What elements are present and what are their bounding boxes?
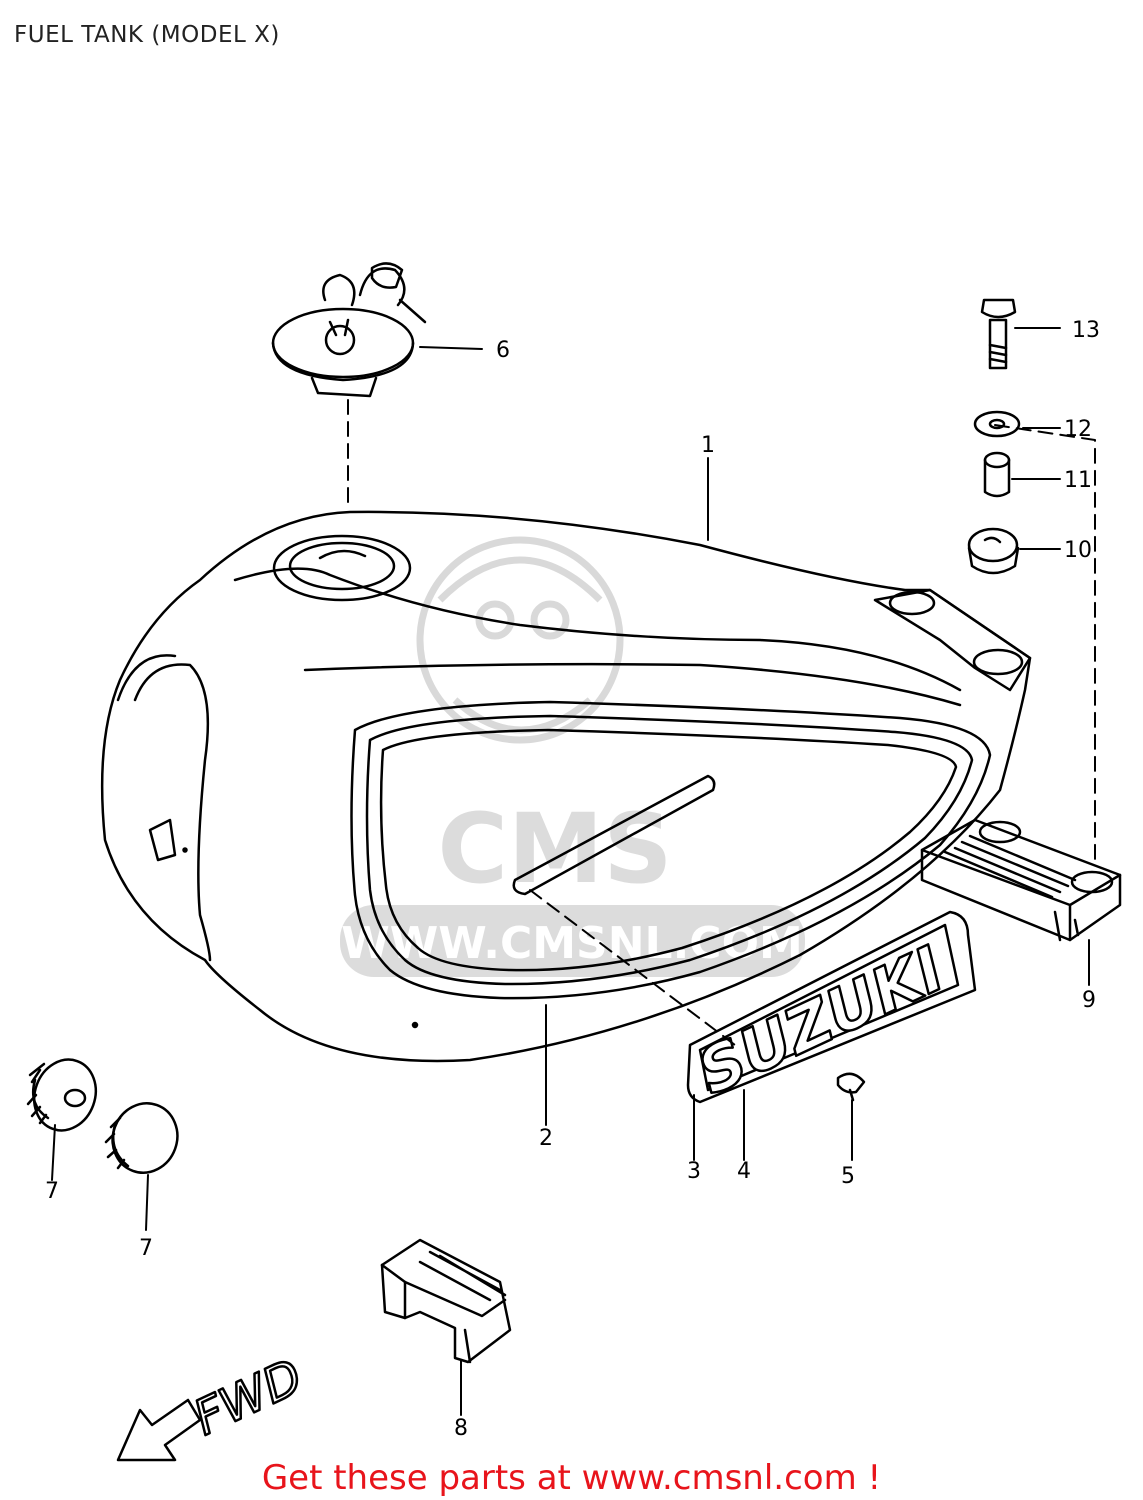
collar: [983, 451, 1011, 498]
callout-7b: 7: [139, 1236, 153, 1261]
bolt: [980, 298, 1017, 370]
callout-3: 3: [687, 1159, 701, 1184]
front-cushion-right: [104, 1102, 179, 1174]
fuel-tank-body: [100, 510, 1032, 1063]
emblem-base: [686, 910, 977, 1104]
washer: [973, 410, 1021, 438]
callout-6: 6: [496, 338, 510, 363]
watermark-url: WWW.CMSNL.COM: [341, 918, 803, 969]
callout-9: 9: [1082, 988, 1096, 1013]
front-cushion-left: [26, 1058, 98, 1132]
callout-8: 8: [454, 1416, 468, 1441]
watermark-brand: CMS: [437, 793, 672, 905]
strip-tape: [512, 774, 716, 896]
forward-label: FWD: [186, 1348, 311, 1446]
callout-1: 1: [701, 433, 715, 458]
callout-12: 12: [1064, 417, 1092, 442]
rear-cushion: [920, 818, 1122, 942]
callout-5: 5: [841, 1164, 855, 1189]
grommet: [967, 527, 1020, 575]
forward-arrow: [116, 1398, 202, 1462]
page-title: FUEL TANK (MODEL X): [14, 22, 280, 48]
leader-lines: [51, 327, 1096, 1416]
callout-10: 10: [1064, 538, 1092, 563]
fuel-cap-key-icon: [370, 262, 404, 289]
fuel-cap: [271, 267, 427, 398]
screw: [836, 1072, 866, 1102]
callout-11: 11: [1064, 468, 1092, 493]
watermark: CMS WWW.CMSNL.COM: [340, 536, 805, 977]
front-tank-cushion: [380, 1238, 512, 1364]
footer-link[interactable]: Get these parts at www.cmsnl.com !: [261, 1458, 882, 1498]
callouts: 1 2 3 4 5 6 7 7 8 9 10 11 12 13: [45, 318, 1100, 1441]
callout-4: 4: [737, 1159, 751, 1184]
callout-2: 2: [539, 1126, 553, 1151]
callout-13: 13: [1072, 318, 1100, 343]
callout-7a: 7: [45, 1179, 59, 1204]
